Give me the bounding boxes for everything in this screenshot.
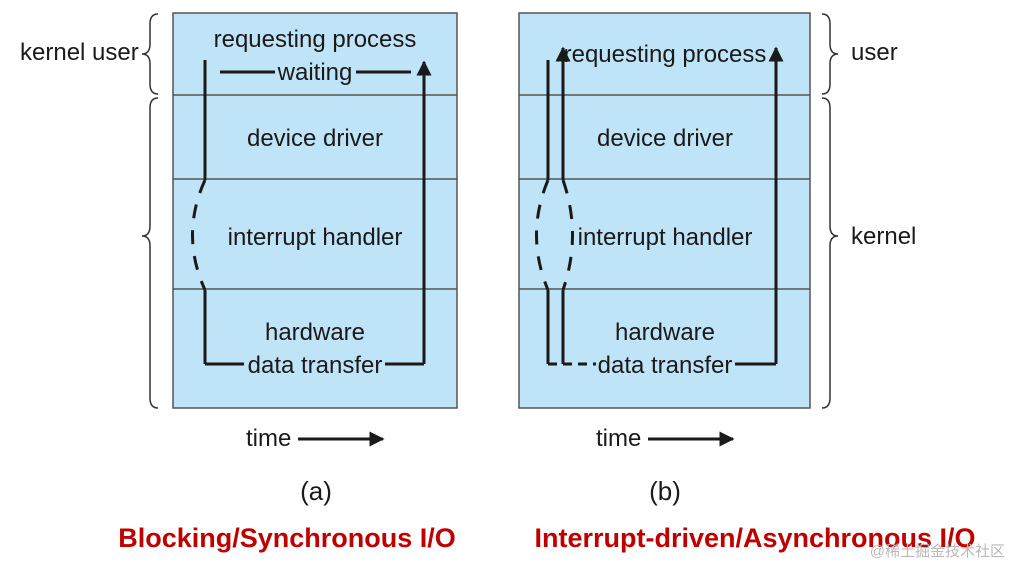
diagram-b: requesting process device driver interru… (518, 12, 976, 553)
panel-b (518, 12, 811, 409)
b-title: Interrupt-driven/Asynchronous I/O (534, 523, 975, 553)
a-data-transfer-label: data transfer (248, 352, 383, 379)
a-device-driver-label: device driver (247, 125, 383, 152)
right-brace-user (821, 13, 839, 95)
left-kernel-user-label: kernel user (20, 39, 139, 66)
b-interrupt-handler-label: interrupt handler (578, 224, 753, 251)
left-brace-kernel (141, 97, 159, 409)
a-hardware-label: hardware (265, 319, 365, 346)
right-kernel-label: kernel (851, 223, 916, 250)
right-user-label: user (851, 39, 898, 66)
b-requesting-process-label: requesting process (564, 41, 767, 68)
b-data-transfer-label: data transfer (598, 352, 733, 379)
annotations: kernel user user kernel (20, 13, 916, 409)
b-device-driver-label: device driver (597, 125, 733, 152)
a-caption: (a) (300, 476, 332, 506)
a-title: Blocking/Synchronous I/O (118, 523, 456, 553)
b-caption: (b) (649, 476, 681, 506)
panel-a (172, 12, 458, 409)
a-time-label: time (246, 425, 291, 452)
left-brace-user (141, 13, 159, 95)
right-brace-kernel (821, 97, 839, 409)
b-time-label: time (596, 425, 641, 452)
b-hardware-label: hardware (615, 319, 715, 346)
b-flow-dashed-curve-outer (535, 179, 550, 291)
watermark: @稀土掘金技术社区 (870, 543, 1005, 560)
diagram-a: requesting process waiting device driver… (118, 12, 458, 553)
b-flow-dashed-curve-inner (561, 179, 574, 291)
a-flow-dashed-curve (191, 179, 207, 291)
a-interrupt-handler-label: interrupt handler (228, 224, 403, 251)
a-waiting-label: waiting (277, 59, 353, 86)
a-requesting-process-label: requesting process (214, 26, 417, 53)
